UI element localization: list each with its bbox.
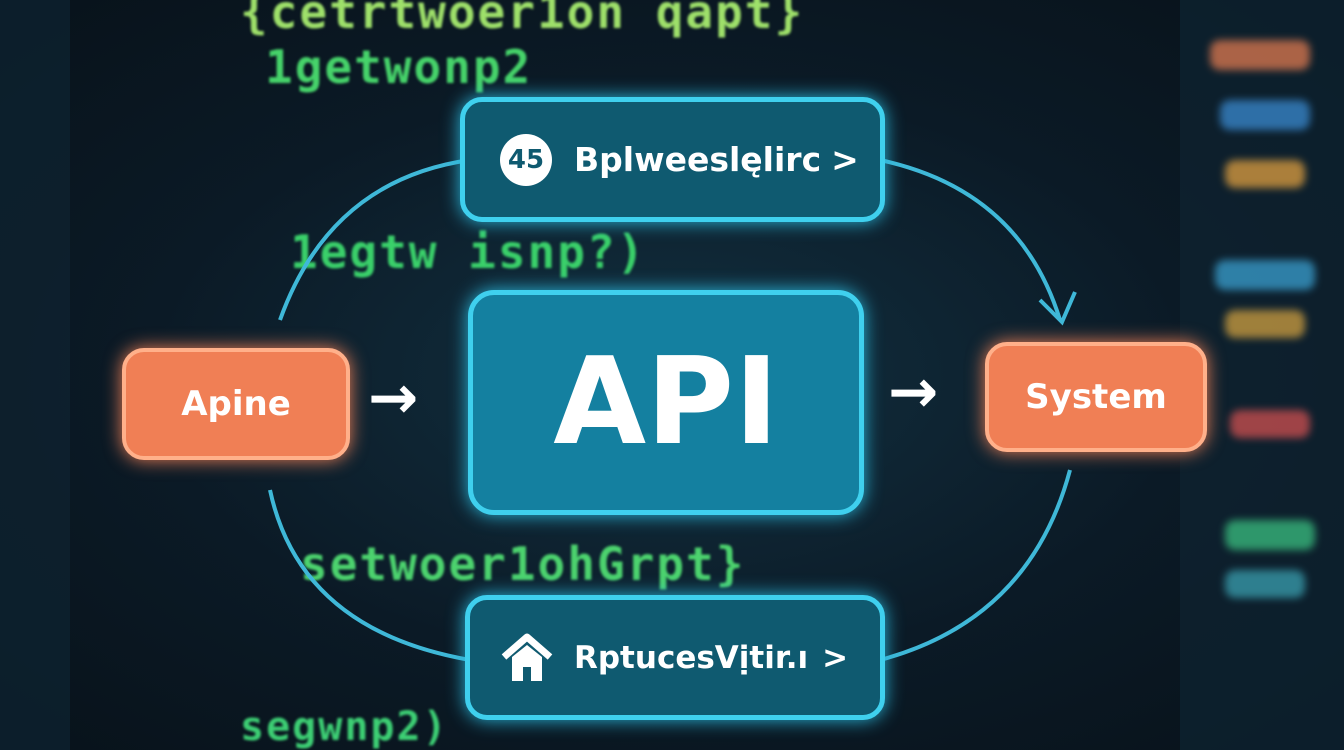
top-node[interactable]: 45 Bplweeslęlirc > <box>460 97 885 222</box>
chevron-right-icon: > <box>822 639 849 676</box>
left-node[interactable]: Apine <box>122 348 350 460</box>
chevron-right-icon: > <box>831 140 859 179</box>
right-node[interactable]: System <box>985 342 1207 452</box>
left-node-label: Apine <box>181 384 291 424</box>
api-label: API <box>553 333 779 472</box>
bottom-node[interactable]: RptucesVịtir.ı > <box>465 595 885 720</box>
blurred-code-blob <box>1210 40 1310 70</box>
arrow-right-icon: → <box>888 357 939 427</box>
blurred-code-blob <box>1220 100 1310 130</box>
arrow-right-icon: → <box>368 363 419 433</box>
blurred-code-blob <box>1215 260 1315 290</box>
code-line: {cetrtwoer1on qapt} <box>240 0 805 39</box>
right-node-label: System <box>1025 377 1167 417</box>
top-node-label: Bplweeslęlirc <box>574 140 822 179</box>
api-node[interactable]: API <box>468 290 864 515</box>
code-line: setwoer1ohGrpt} <box>300 537 746 591</box>
blurred-code-blob <box>1225 520 1315 550</box>
blurred-code-blob <box>1225 310 1305 338</box>
blurred-code-blob <box>1230 410 1310 438</box>
number-badge-icon: 45 <box>500 133 552 186</box>
left-sidebar-panel <box>0 0 70 750</box>
home-icon <box>501 633 553 681</box>
code-line: 1getwonp2 <box>265 40 533 94</box>
blurred-code-blob <box>1225 570 1305 598</box>
code-line: segwnp2) <box>240 704 449 750</box>
blurred-code-blob <box>1225 160 1305 188</box>
code-line: 1egtw isnp?) <box>290 225 647 279</box>
bottom-node-label: RptucesVịtir.ı <box>574 639 809 676</box>
